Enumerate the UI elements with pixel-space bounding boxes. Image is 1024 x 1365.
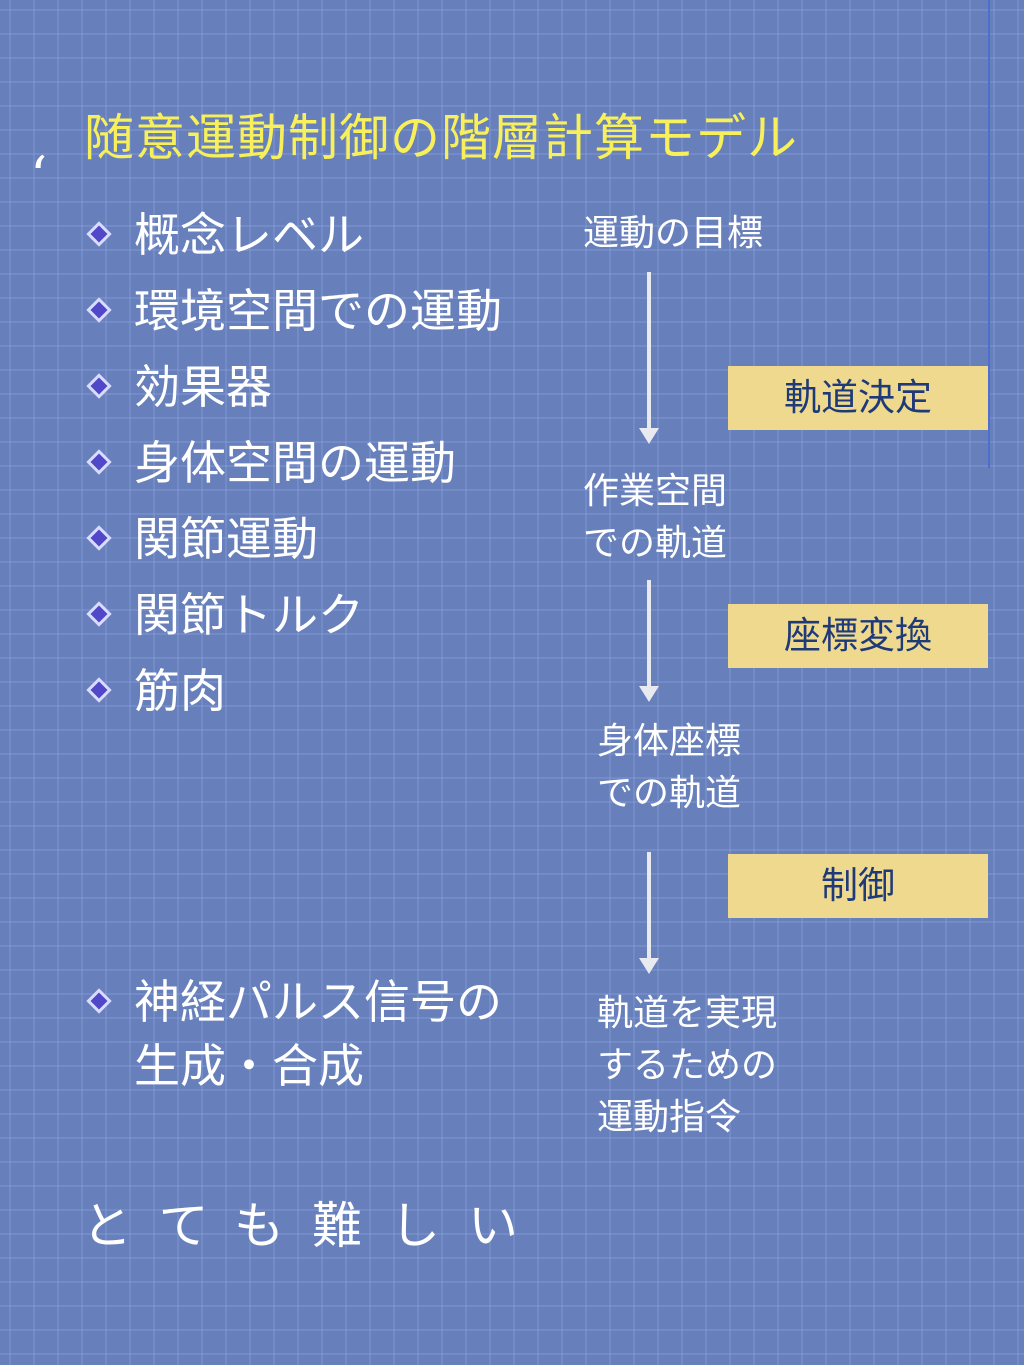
trajectory-decision-box: 軌道決定 <box>728 366 988 430</box>
diamond-bullet-icon <box>86 373 112 399</box>
footer-text: とても難しい <box>82 1197 546 1255</box>
diamond-bullet-icon <box>86 601 112 627</box>
diamond-bullet-icon <box>86 449 112 475</box>
diamond-bullet-icon <box>86 221 112 247</box>
flow-stage1-label: 作業空間 での軌道 <box>583 471 728 564</box>
bullet-text: 効果器 <box>134 360 272 414</box>
flow-goal-label: 運動の目標 <box>583 213 764 254</box>
diamond-bullet-icon <box>86 677 112 703</box>
bullet-text-line2: 生成・合成 <box>134 1039 364 1093</box>
diamond-bullet-icon <box>86 988 112 1014</box>
control-box: 制御 <box>728 854 988 918</box>
down-arrow-icon <box>639 272 659 444</box>
bullet-text: 概念レベル <box>134 208 364 262</box>
coordinate-transform-box: 座標変換 <box>728 604 988 668</box>
bullet-text: 環境空間での運動 <box>134 284 502 338</box>
diamond-bullet-icon <box>86 297 112 323</box>
bullet-text: 筋肉 <box>134 664 226 718</box>
slide-title: 随意運動制御の階層計算モデル <box>84 109 798 167</box>
diamond-bullet-icon <box>86 525 112 551</box>
vertical-rule <box>988 0 990 468</box>
quote-mark-icon: ‘ <box>30 145 48 208</box>
bullet-text: 関節トルク <box>134 588 364 642</box>
bullet-text-line1: 神経パルス信号の <box>134 975 502 1029</box>
bullet-text: 身体空間の運動 <box>134 436 456 490</box>
flow-stage3-label: 軌道を実現 するための 運動指令 <box>597 993 778 1138</box>
bullet-text: 関節運動 <box>134 512 318 566</box>
down-arrow-icon <box>639 852 659 974</box>
down-arrow-icon <box>639 580 659 702</box>
flow-stage2-label: 身体座標 での軌道 <box>597 721 742 814</box>
